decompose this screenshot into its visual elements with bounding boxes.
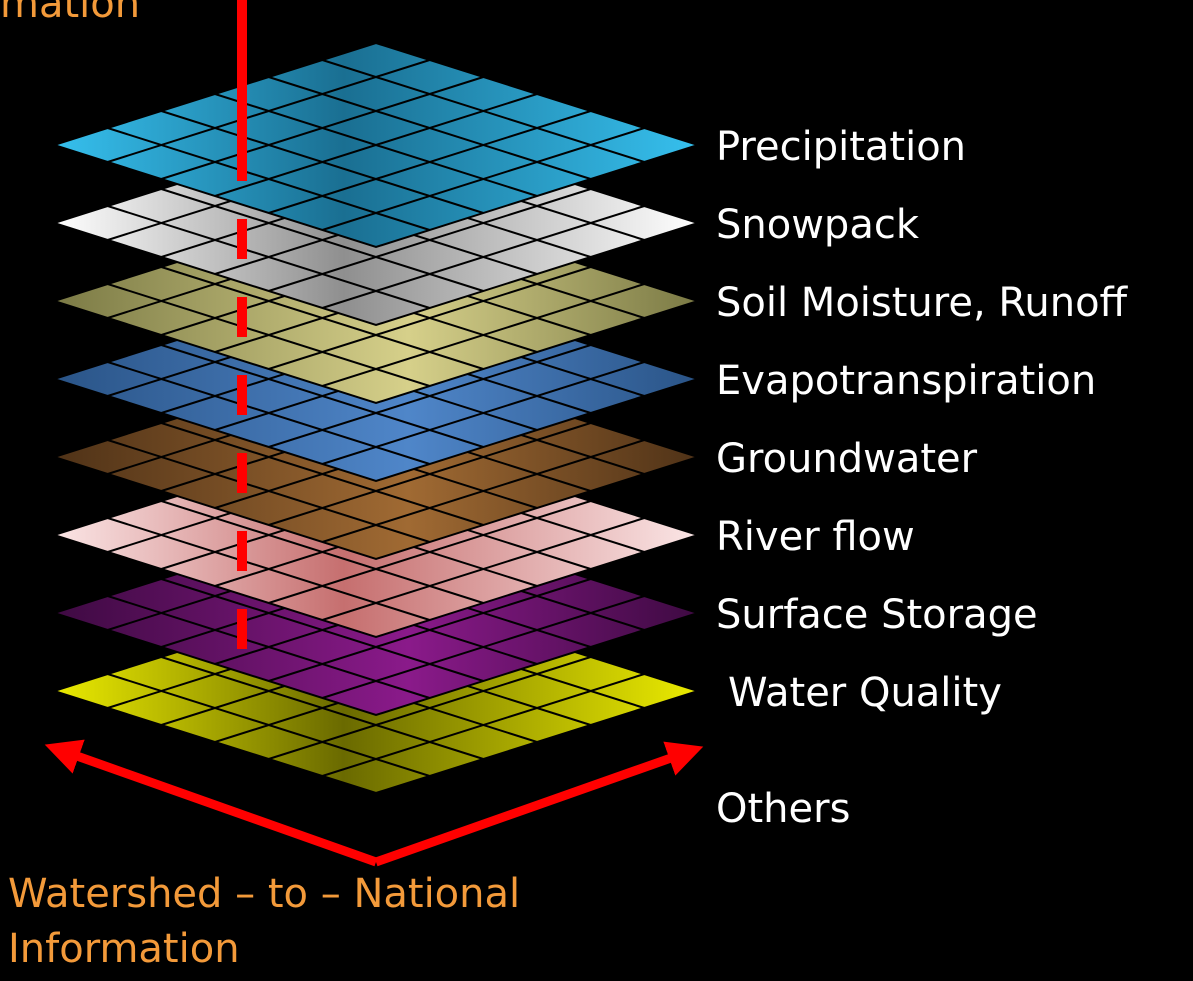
layer-label-6: River flow: [716, 514, 915, 560]
grid-line: [322, 361, 645, 465]
layer-label-4: Evapotranspiration: [716, 358, 1097, 404]
right-arrow: [374, 741, 704, 867]
layer-label-1: Precipitation: [716, 124, 967, 170]
others-label: Others: [716, 786, 851, 832]
layer-label-5: Groundwater: [716, 436, 978, 482]
layer-label-2: Snowpack: [716, 202, 919, 248]
scale-arrows: [44, 739, 704, 867]
layer-label-3: Soil Moisture, Runoff: [716, 280, 1128, 326]
top-caption: mation: [0, 0, 141, 27]
grid-line: [322, 673, 645, 777]
grid-line: [322, 205, 645, 309]
grid-line: [322, 439, 645, 543]
layer-label-8: Water Quality: [728, 670, 1002, 716]
left-arrow: [44, 739, 378, 867]
bottom-caption-line-1: Watershed – to – National: [8, 871, 521, 917]
layer-label-7: Surface Storage: [716, 592, 1038, 638]
bottom-caption-line-2: Information: [8, 926, 240, 972]
grid-line: [322, 127, 645, 231]
grid-line: [322, 517, 645, 621]
grid-line: [322, 595, 645, 699]
layer-1-grid: [50, 41, 702, 249]
grid-line: [322, 283, 645, 387]
